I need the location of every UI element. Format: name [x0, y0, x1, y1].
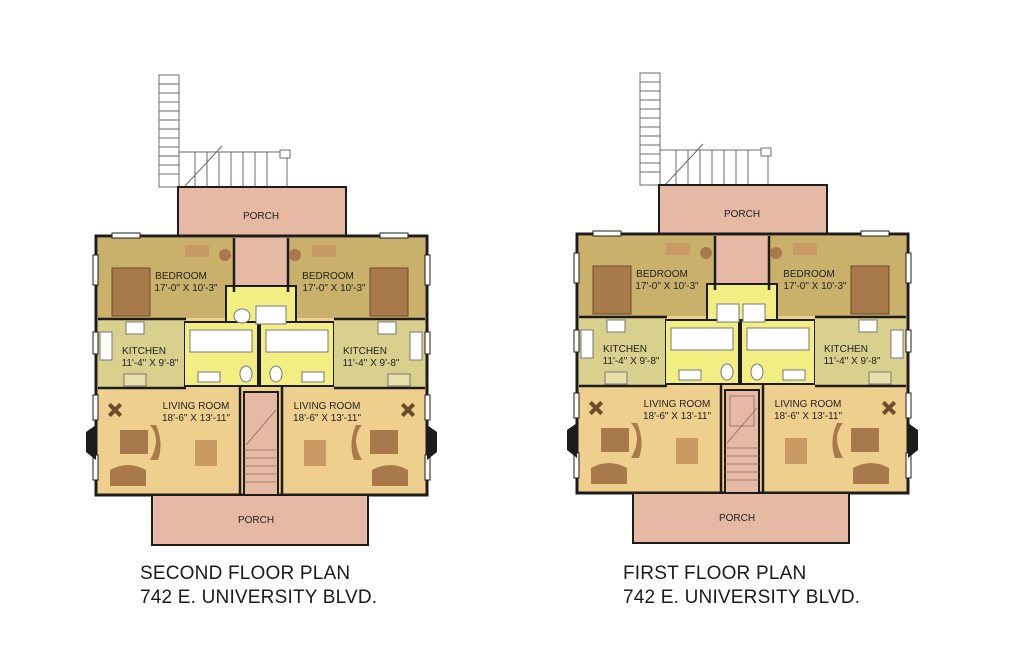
kitchen-right-label: KITCHEN [343, 346, 387, 357]
desk-right [793, 243, 817, 255]
chair-left [700, 247, 712, 259]
desk-right [312, 245, 336, 257]
bedroom-right-dims: 17'-0" X 10'-3" [302, 283, 366, 294]
kitchen-fixtures [580, 319, 904, 385]
interior-walls [98, 238, 425, 495]
desk-left [185, 245, 209, 257]
porch-bottom [151, 494, 369, 546]
exterior-stair [158, 74, 291, 189]
chair-right [770, 247, 782, 259]
bath-fixtures [670, 303, 810, 381]
exterior-stair [639, 72, 772, 187]
living-furniture-left [107, 402, 217, 486]
bedroom-left-label: BEDROOM [636, 269, 688, 280]
kitchen-right-dims: 11'-4" X 9'-8" [824, 356, 881, 367]
second-floor-title: SECOND FLOOR PLAN [140, 563, 351, 584]
living-left-dims: 18'-6" X 13'-11" [162, 413, 230, 424]
living-left-label: LIVING ROOM [163, 401, 230, 412]
first-floor-title: FIRST FLOOR PLAN [623, 563, 807, 584]
porch-top [177, 186, 347, 237]
chair-left [219, 249, 231, 261]
porch-top-label: PORCH [243, 211, 279, 222]
living-right-label: LIVING ROOM [775, 399, 842, 410]
bath-fixtures [189, 305, 329, 383]
kitchen-left-label: KITCHEN [122, 346, 166, 357]
windows [92, 232, 431, 481]
desk-left [666, 243, 690, 255]
first-floor-address: 742 E. UNIVERSITY BLVD. [623, 587, 861, 608]
living-right-dims: 18'-6" X 13'-11" [774, 411, 842, 422]
bed-right [369, 267, 409, 317]
porch-bottom-label: PORCH [719, 513, 755, 524]
first-floor-caption: FIRST FLOOR PLAN 742 E. UNIVERSITY BLVD. [623, 562, 860, 610]
windows [573, 230, 912, 479]
living-right-dims: 18'-6" X 13'-11" [293, 413, 361, 424]
living-left-dims: 18'-6" X 13'-11" [643, 411, 711, 422]
interior-walls [579, 236, 906, 493]
second-floor-caption: SECOND FLOOR PLAN 742 E. UNIVERSITY BLVD… [140, 562, 377, 610]
bay-window-left [86, 425, 96, 460]
bedroom-left-dims: 17'-0" X 10'-3" [635, 281, 699, 292]
bay-window-left [567, 423, 577, 458]
kitchen-left-dims: 11'-4" X 9'-8" [122, 358, 179, 369]
bedroom-left-label: BEDROOM [155, 271, 207, 282]
stair-hall [234, 238, 288, 286]
kitchen-right-label: KITCHEN [824, 344, 868, 355]
kitchen-left-dims: 11'-4" X 9'-8" [603, 356, 660, 367]
porch-bottom [632, 492, 850, 544]
stair-hall [715, 236, 769, 284]
bed-left [111, 267, 151, 317]
bed-left [592, 265, 632, 315]
chair-right [289, 249, 301, 261]
porch-top [658, 184, 828, 235]
kitchen-fixtures [99, 321, 423, 387]
bedroom-left-dims: 17'-0" X 10'-3" [154, 283, 218, 294]
porch-bottom-label: PORCH [238, 515, 274, 526]
kitchen-left-label: KITCHEN [603, 344, 647, 355]
kitchen-right-dims: 11'-4" X 9'-8" [343, 358, 400, 369]
bay-window-right [908, 423, 918, 458]
second-floor-address: 742 E. UNIVERSITY BLVD. [140, 587, 378, 608]
bedroom-right-label: BEDROOM [302, 271, 354, 282]
living-furniture-left [588, 400, 698, 484]
first-floor-plan: PORCH [567, 72, 918, 544]
living-furniture-right [304, 402, 416, 486]
living-left-label: LIVING ROOM [644, 399, 711, 410]
bay-window-right [427, 425, 437, 460]
porch-top-label: PORCH [724, 209, 760, 220]
living-furniture-right [785, 400, 897, 484]
living-right-label: LIVING ROOM [294, 401, 361, 412]
bedroom-right-dims: 17'-0" X 10'-3" [783, 281, 847, 292]
interior-stair [243, 391, 279, 496]
bedroom-right-label: BEDROOM [783, 269, 835, 280]
bed-right [850, 265, 890, 315]
second-floor-plan: PORCH [86, 74, 437, 546]
